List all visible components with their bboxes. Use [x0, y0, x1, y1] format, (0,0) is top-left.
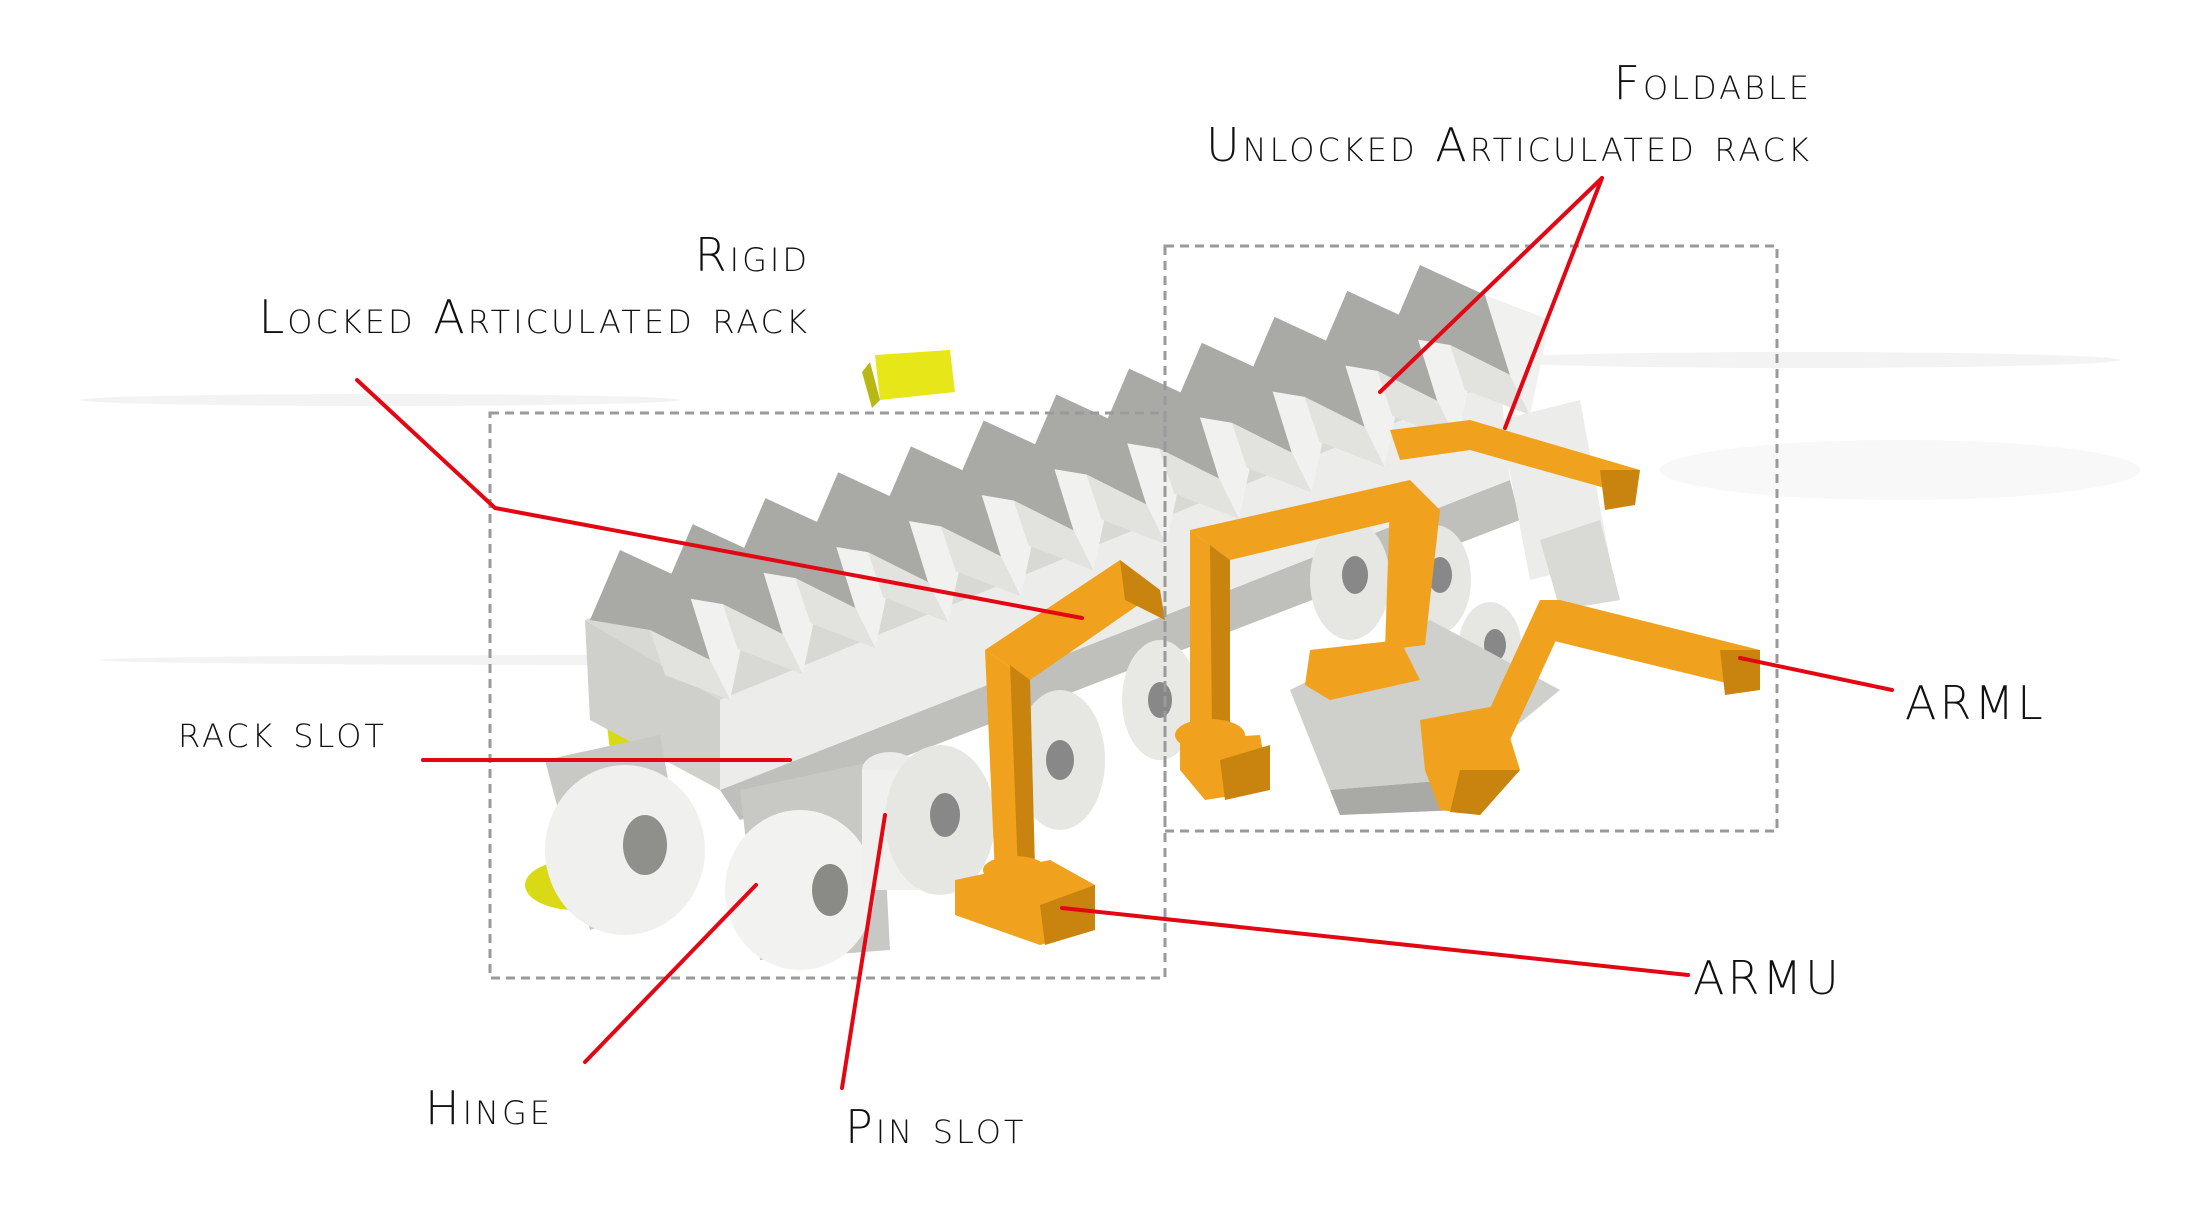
arm-middle	[1175, 480, 1440, 800]
locked-rack-box	[488, 411, 1167, 980]
arm-l-label: ARMl	[1905, 676, 2046, 730]
leader-locked-rack	[355, 378, 1084, 620]
rack-teeth	[590, 265, 1550, 700]
leader-arm-l	[1738, 656, 1894, 692]
rack-slot-label: rack slot	[178, 704, 387, 758]
leader-arm-u	[1060, 906, 1690, 977]
leader-hinge	[583, 883, 758, 1064]
rack-tooth	[880, 446, 1041, 597]
rack-tooth	[1026, 394, 1187, 545]
leader-pin-slot	[840, 813, 887, 1090]
foldable-label: Foldable	[1613, 56, 1812, 110]
leader-unlocked-rack-2	[1503, 176, 1604, 430]
unlocked-rack-label: Unlocked Articulated rack	[1205, 118, 1812, 172]
locked-rack-label: Locked Articulated rack	[258, 290, 810, 344]
rigid-label: Rigid	[694, 228, 810, 282]
arm-l	[1390, 420, 1760, 815]
rack-tooth	[1390, 265, 1550, 415]
unlocked-rack-box	[1163, 244, 1779, 833]
leader-lines	[355, 176, 1894, 1090]
hinge-knuckles	[545, 520, 1522, 970]
leader-unlocked-rack-1	[1378, 176, 1604, 394]
pin-slot-label: Pin slot	[845, 1100, 1027, 1154]
arm-u	[955, 560, 1165, 945]
hinge-label: Hinge	[425, 1081, 553, 1135]
arm-u-label: ARMu	[1693, 951, 1842, 1005]
